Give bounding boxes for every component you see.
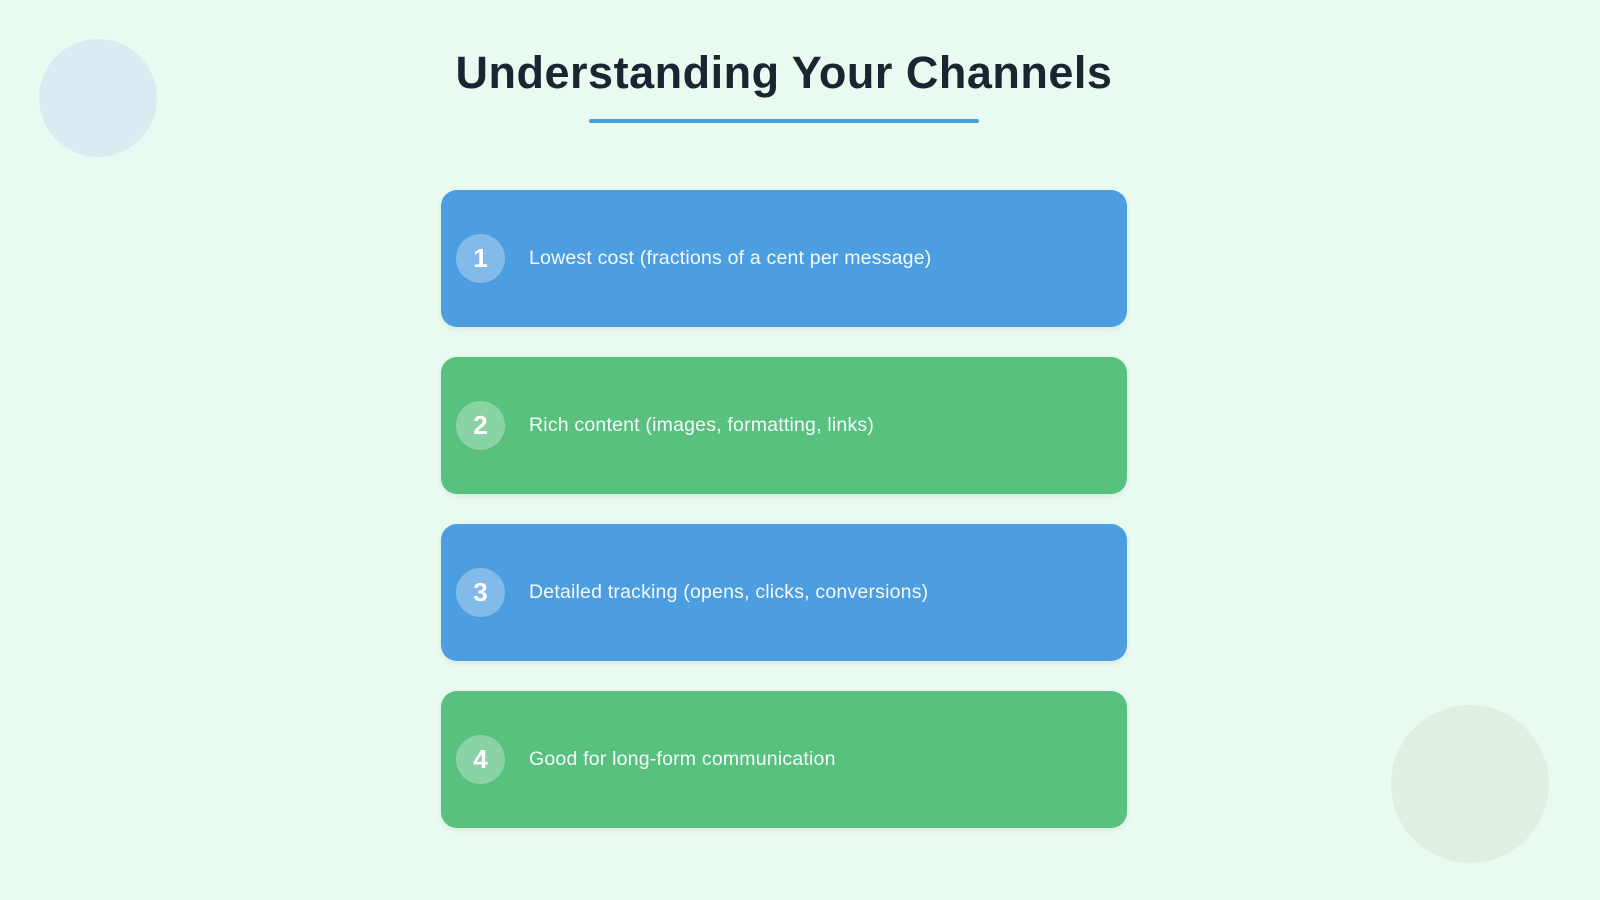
decorative-circle-top-left — [39, 39, 157, 157]
number-badge: 4 — [456, 734, 505, 784]
number-badge: 2 — [456, 400, 505, 450]
list-item: 2 Rich content (images, formatting, link… — [441, 356, 1127, 494]
number-badge: 3 — [456, 567, 505, 617]
number-badge: 1 — [456, 233, 505, 283]
list-item: 3 Detailed tracking (opens, clicks, conv… — [441, 523, 1127, 661]
list-item-label: Lowest cost (fractions of a cent per mes… — [529, 246, 932, 269]
page-title: Understanding Your Channels — [455, 47, 1113, 98]
list-item-label: Detailed tracking (opens, clicks, conver… — [529, 580, 929, 603]
list-item-label: Good for long-form communication — [529, 747, 836, 770]
content-column: Understanding Your Channels 1 Lowest cos… — [441, 0, 1127, 828]
list-item: 4 Good for long-form communication — [441, 690, 1127, 828]
list-item-label: Rich content (images, formatting, links) — [529, 413, 875, 436]
decorative-circle-bottom-right — [1391, 705, 1549, 863]
channel-benefits-list: 1 Lowest cost (fractions of a cent per m… — [441, 189, 1127, 828]
title-underline — [589, 118, 979, 123]
list-item: 1 Lowest cost (fractions of a cent per m… — [441, 189, 1127, 327]
